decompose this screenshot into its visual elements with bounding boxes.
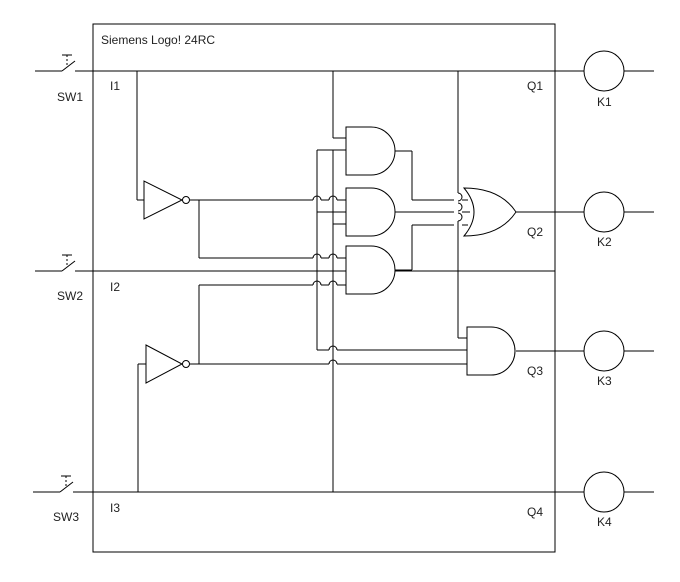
input-i3-label: I3 bbox=[110, 501, 120, 515]
and-gate-2 bbox=[345, 187, 396, 237]
relay-k2-label: K2 bbox=[597, 235, 612, 249]
switch-sw2 bbox=[35, 254, 93, 272]
relay-k4-label: K4 bbox=[597, 515, 612, 529]
controller-box bbox=[92, 23, 556, 553]
switch-sw3 bbox=[33, 475, 93, 493]
relay-k3 bbox=[583, 330, 654, 372]
output-q3-label: Q3 bbox=[527, 364, 543, 378]
not-gate-2 bbox=[145, 344, 190, 384]
output-q1-label: Q1 bbox=[527, 79, 543, 93]
switch-sw1 bbox=[35, 54, 93, 72]
relay-k1-label: K1 bbox=[597, 95, 612, 109]
and-gate-3 bbox=[345, 245, 396, 295]
output-q2-label: Q2 bbox=[527, 225, 543, 239]
relay-k1 bbox=[583, 50, 654, 92]
and-gate-4 bbox=[466, 326, 516, 376]
or-gate bbox=[462, 187, 517, 237]
input-i1-label: I1 bbox=[110, 79, 120, 93]
sw3-label: SW3 bbox=[53, 510, 79, 524]
relay-k3-label: K3 bbox=[597, 374, 612, 388]
and-gate-1 bbox=[345, 126, 396, 176]
relay-k2 bbox=[583, 191, 654, 233]
controller-title: Siemens Logo! 24RC bbox=[101, 33, 215, 47]
sw2-label: SW2 bbox=[57, 289, 83, 303]
not-gate-1 bbox=[143, 180, 190, 220]
relay-k4 bbox=[583, 471, 654, 513]
sw1-label: SW1 bbox=[57, 90, 83, 104]
input-i2-label: I2 bbox=[110, 280, 120, 294]
internal-wiring bbox=[136, 71, 470, 492]
output-q4-label: Q4 bbox=[527, 505, 543, 519]
